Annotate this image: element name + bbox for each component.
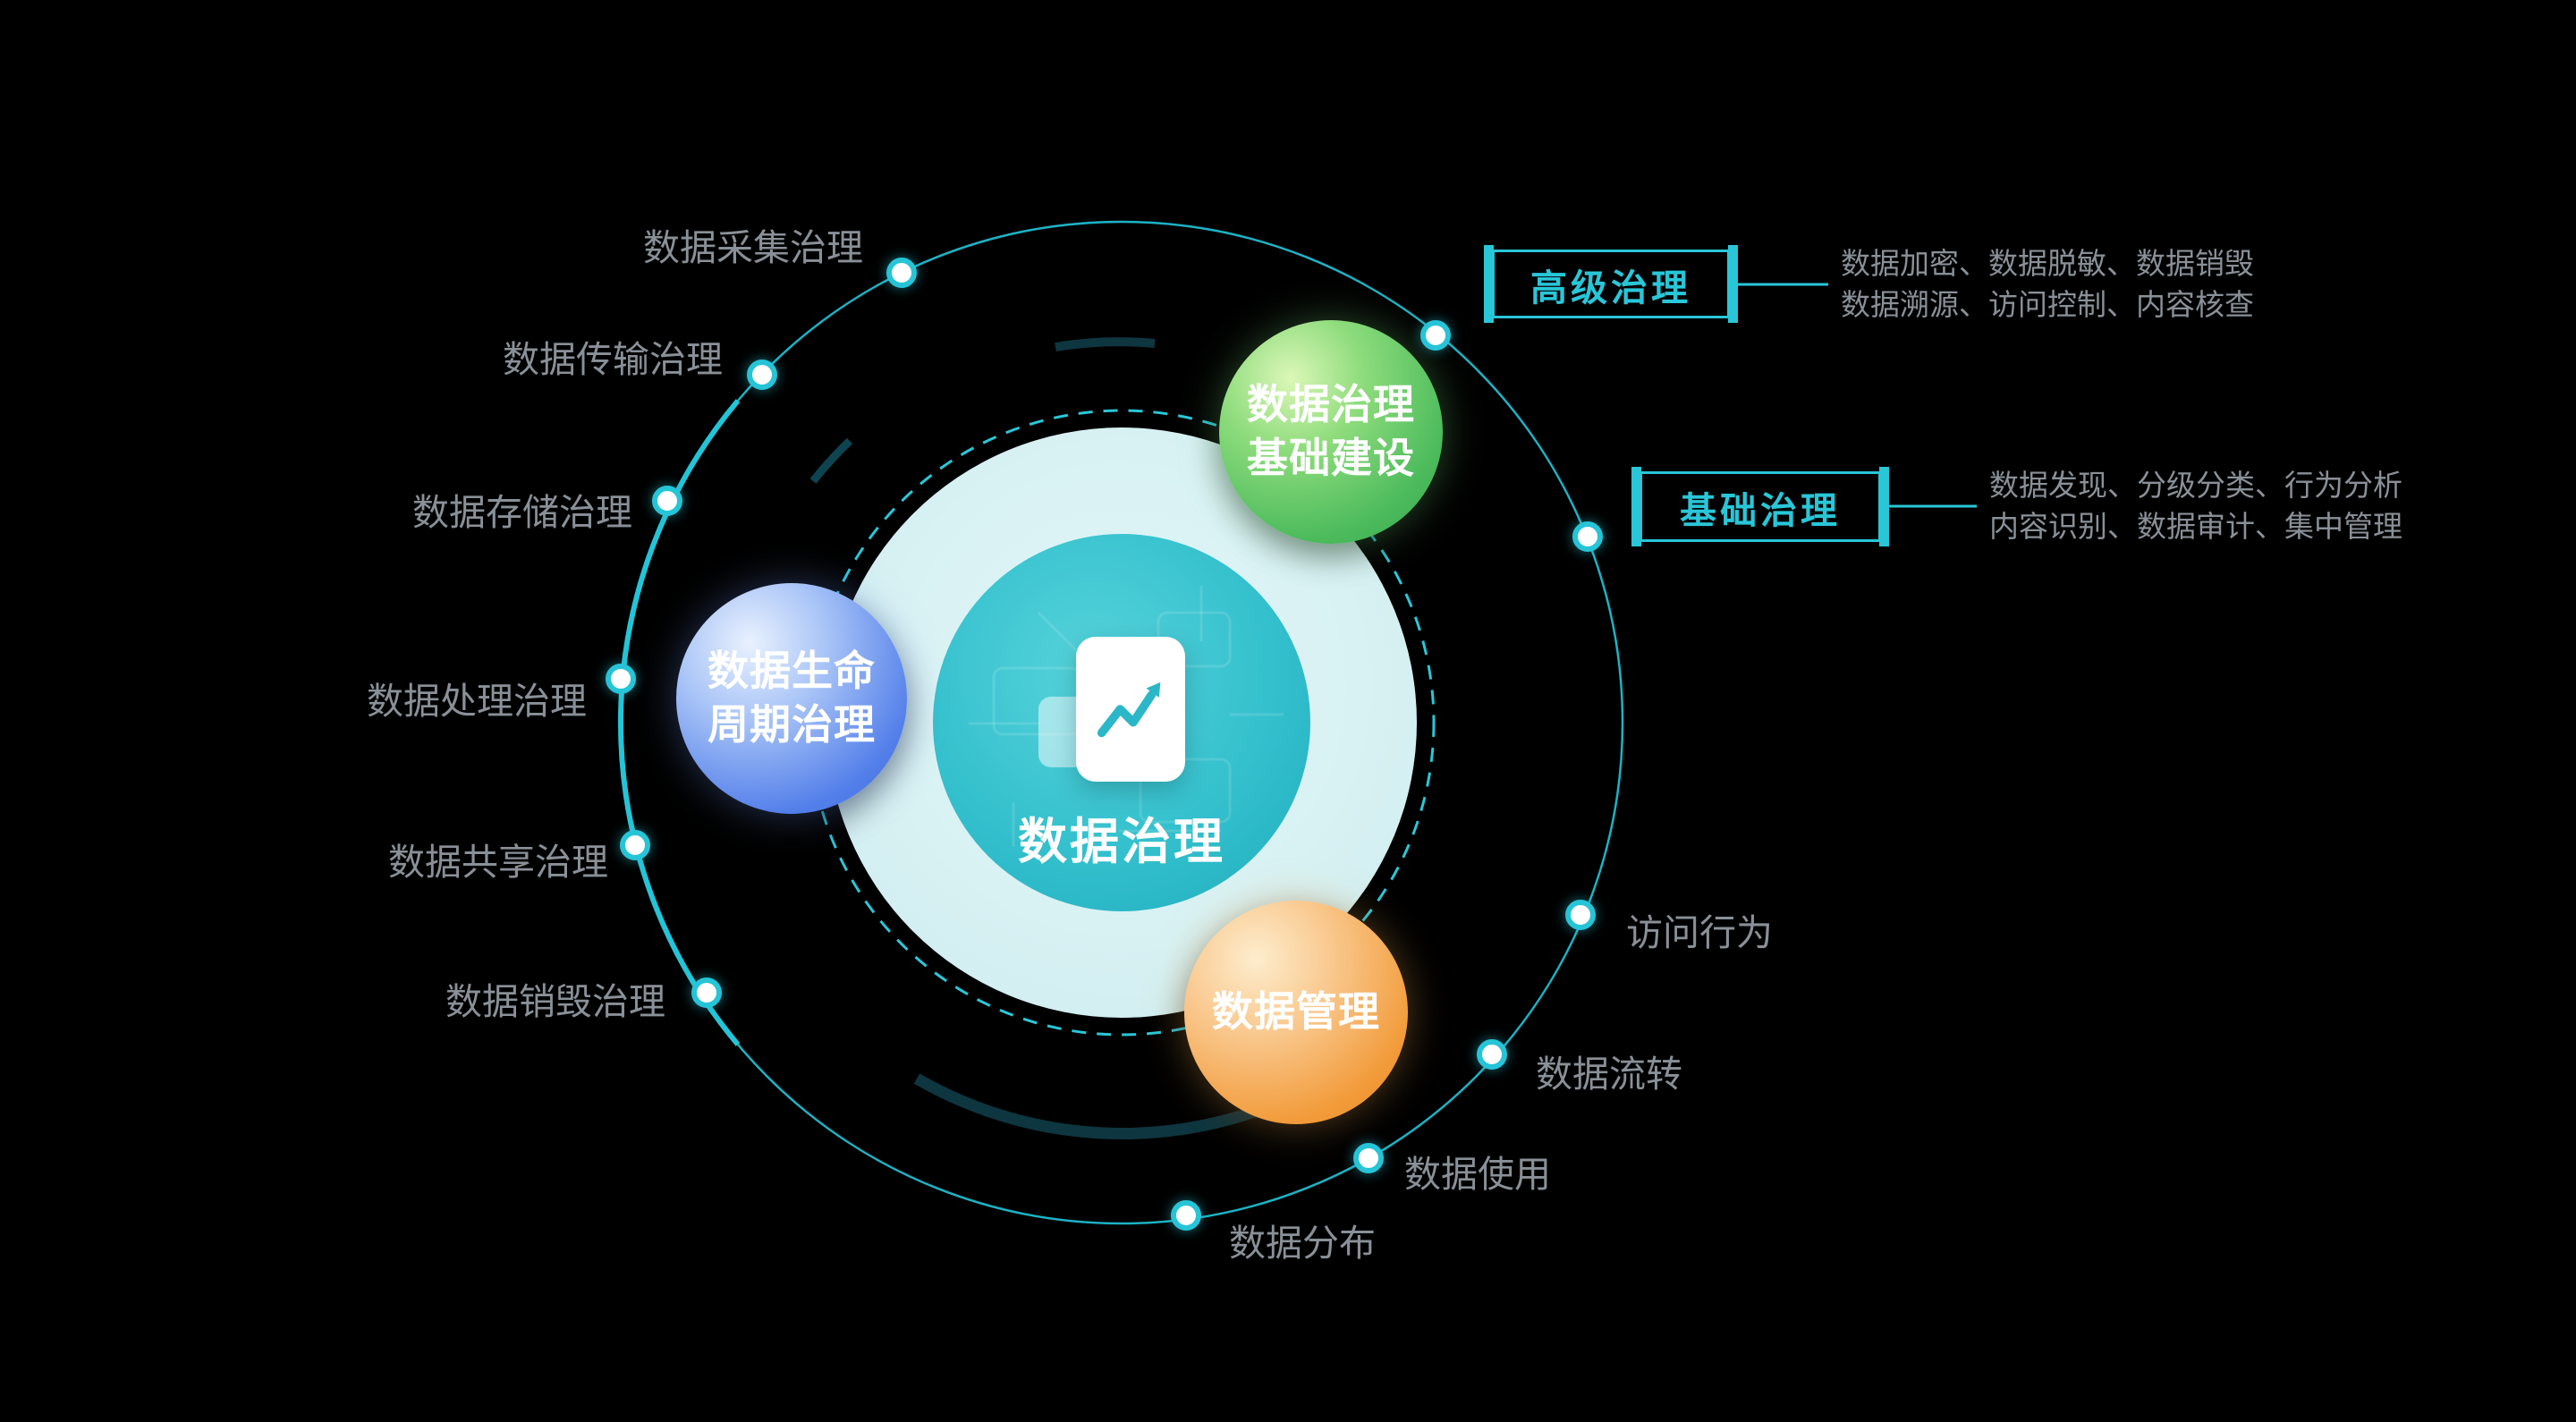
satellite-label-line: 数据治理	[1247, 381, 1415, 428]
callout-basic-governance: 基础治理	[1631, 467, 1889, 546]
satellite-label-line: 周期治理	[708, 701, 876, 748]
callout-advanced-desc: 数据加密、数据脱敏、数据销毁 数据溯源、访问控制、内容核查	[1841, 243, 2254, 326]
callout-advanced-governance: 高级治理	[1484, 245, 1738, 323]
chart-line-card-icon	[1076, 637, 1185, 782]
callout-desc-line: 数据溯源、访问控制、内容核查	[1841, 288, 2254, 321]
satellite-label-line: 数据生命	[708, 648, 876, 695]
callout-basic-desc: 数据发现、分级分类、行为分析 内容识别、数据审计、集中管理	[1989, 465, 2402, 547]
callout-title: 基础治理	[1680, 489, 1841, 531]
orbit-node-destruction	[691, 978, 722, 1008]
chart-line-icon	[1097, 681, 1161, 738]
callout-desc-line: 数据加密、数据脱敏、数据销毁	[1841, 247, 2254, 280]
satellite-label-line: 基础建设	[1247, 435, 1415, 481]
satellite-infrastructure-circle: 数据治理 基础建设	[1219, 320, 1443, 544]
orbit-label-collection: 数据采集治理	[643, 227, 863, 268]
orbit-node-flow	[1477, 1039, 1507, 1070]
orbit-label-sharing: 数据共享治理	[388, 842, 608, 883]
callout-desc-line: 数据发现、分级分类、行为分析	[1989, 469, 2402, 502]
callout-title: 高级治理	[1530, 267, 1691, 309]
orbit-node-collection	[886, 258, 917, 288]
orbit-label-usage: 数据使用	[1404, 1154, 1551, 1195]
decorative-dash	[809, 437, 853, 484]
satellite-label-line: 数据管理	[1212, 988, 1380, 1036]
satellite-management-circle: 数据管理	[1184, 901, 1408, 1124]
orbit-label-processing: 数据处理治理	[367, 681, 587, 722]
orbit-label-distribution: 数据分布	[1229, 1223, 1376, 1264]
satellite-lifecycle-circle: 数据生命 周期治理	[676, 583, 907, 814]
callout-desc-line: 内容识别、数据审计、集中管理	[1989, 510, 2402, 543]
orbit-label-flow: 数据流转	[1536, 1054, 1682, 1095]
orbit-label-storage: 数据存储治理	[412, 492, 632, 533]
orbit-node-processing	[606, 664, 636, 694]
decorative-arc-top	[1055, 337, 1156, 351]
orbit-label-destruction: 数据销毁治理	[445, 981, 665, 1022]
orbit-label-transmission: 数据传输治理	[503, 339, 723, 380]
orbit-node-usage	[1353, 1143, 1384, 1173]
orbit-node-storage	[652, 486, 682, 516]
orbit-label-access: 访问行为	[1626, 912, 1773, 953]
orbit-node-access	[1565, 900, 1596, 930]
orbit-node-basic	[1572, 521, 1603, 552]
orbit-node-advanced	[1420, 320, 1451, 351]
orbit-thick-arc	[617, 399, 741, 1046]
orbit-node-distribution	[1171, 1200, 1201, 1231]
orbit-node-sharing	[620, 830, 650, 860]
center-title: 数据治理	[1017, 814, 1225, 869]
orbit-node-transmission	[747, 360, 777, 390]
